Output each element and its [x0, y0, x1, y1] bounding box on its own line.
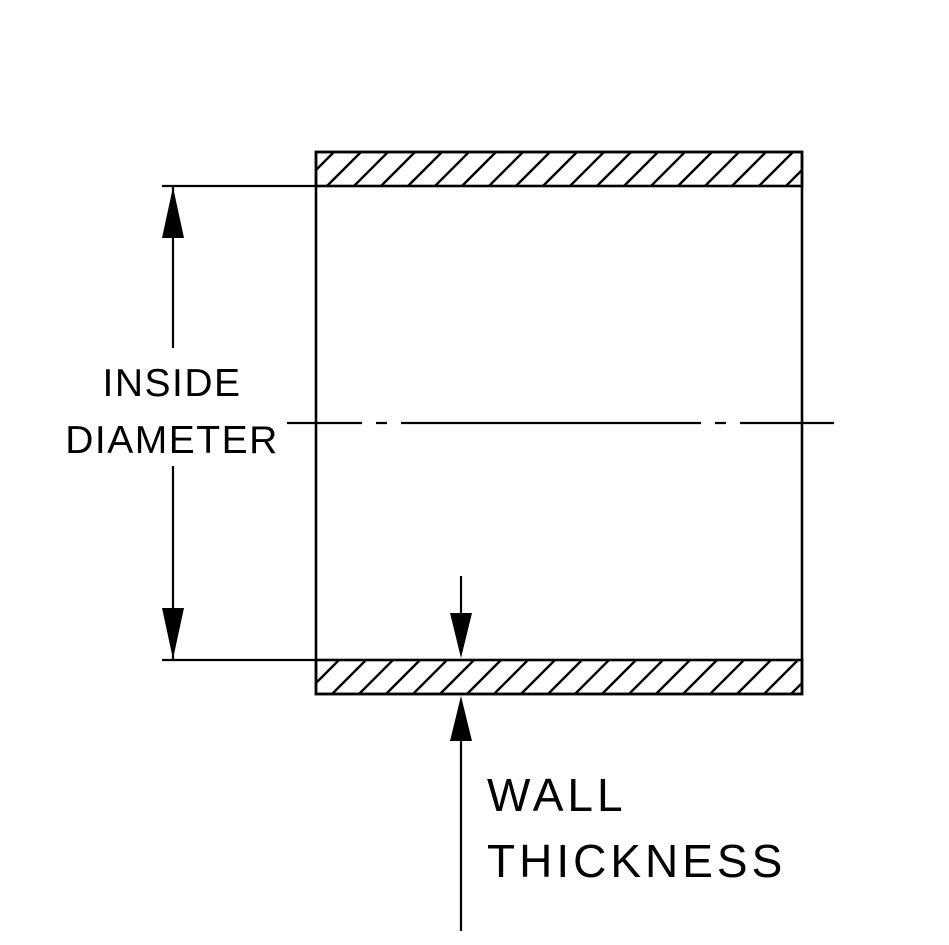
inside-diameter-label-line1: INSIDE: [102, 362, 241, 405]
wall-thickness-arrow-up: [450, 696, 472, 741]
wall-thickness-label-line1: WALL: [487, 769, 627, 821]
inside-diameter-arrow-down: [162, 608, 184, 659]
wall-thickness-arrow-down: [450, 613, 472, 658]
top-wall-hatch: [314, 150, 804, 188]
inside-diameter-label-line2: DIAMETER: [65, 419, 279, 462]
inside-diameter-label-background: [70, 348, 276, 466]
inside-diameter-arrow-up: [162, 187, 184, 238]
wall-thickness-label-line2: THICKNESS: [487, 835, 786, 887]
bottom-wall-hatch: [314, 658, 804, 696]
